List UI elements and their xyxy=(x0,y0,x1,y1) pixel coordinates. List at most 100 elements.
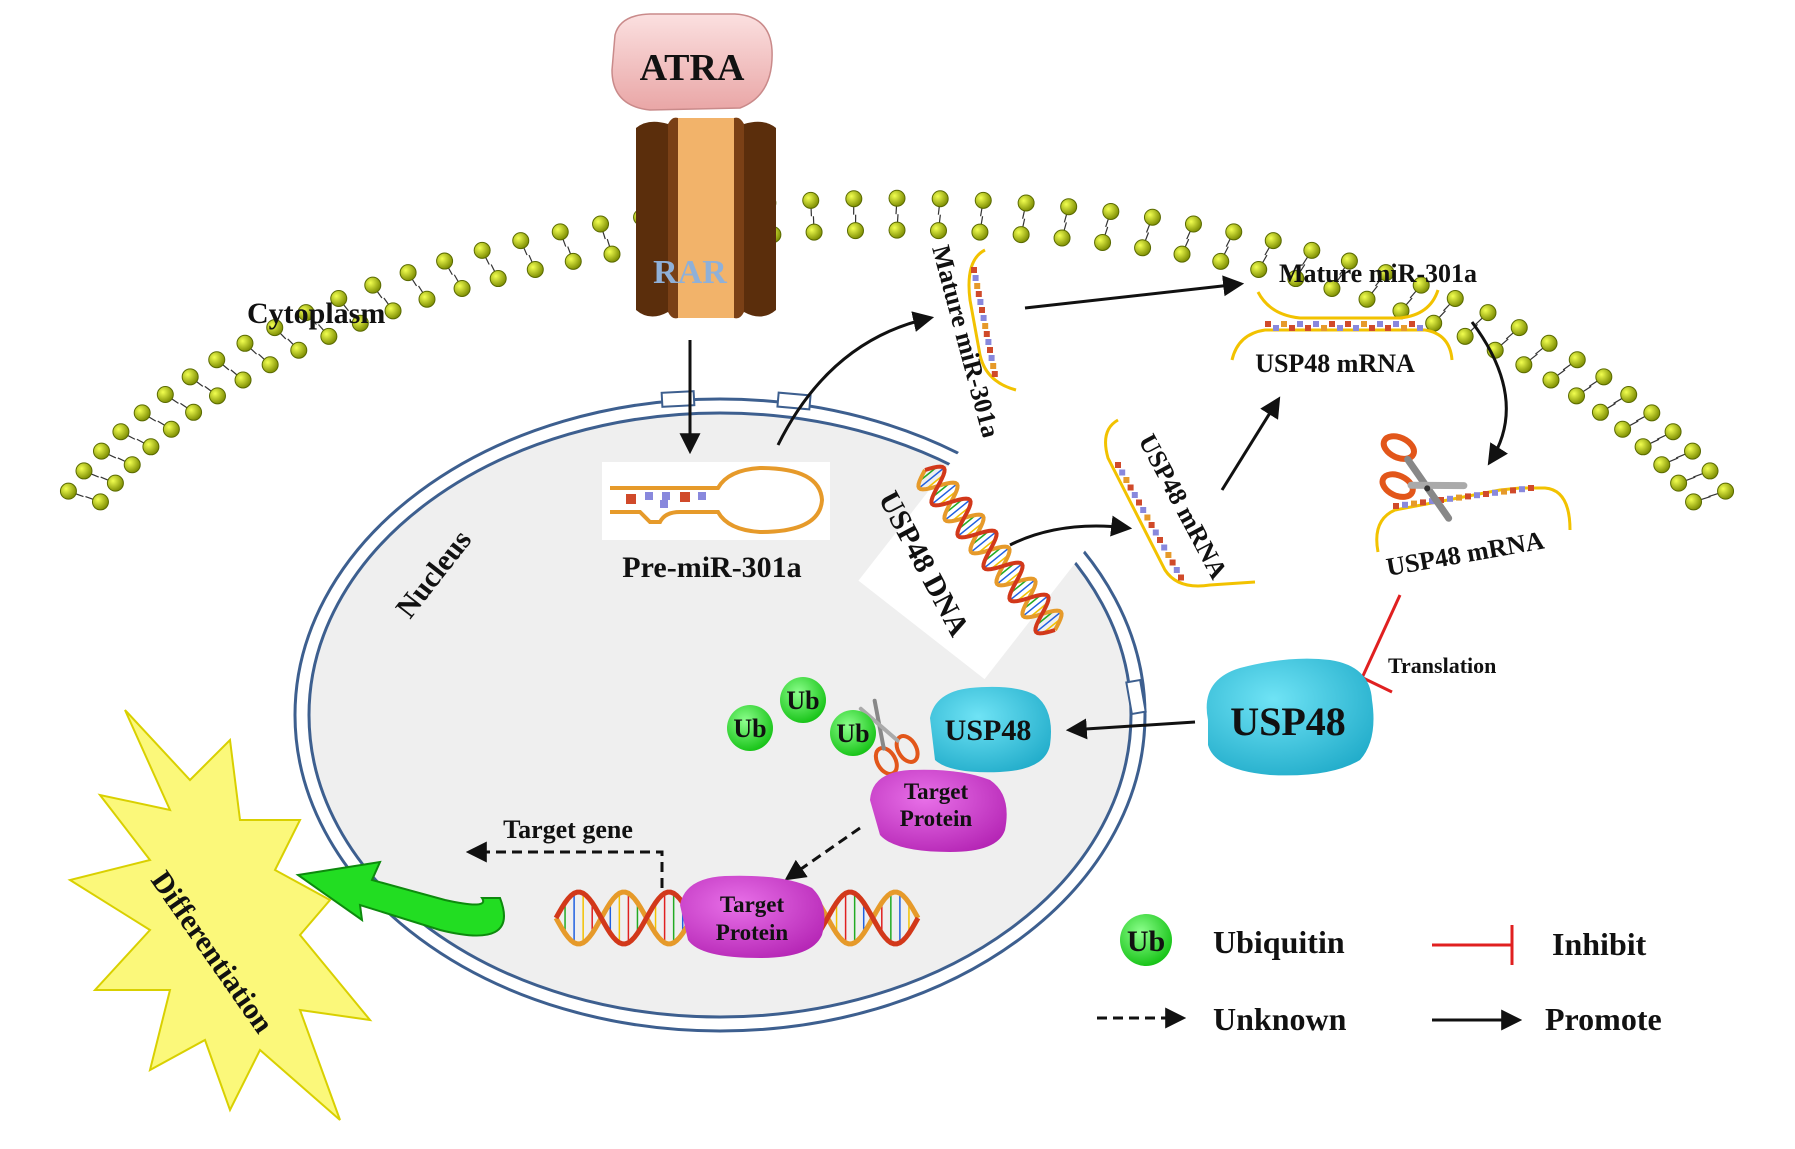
legend-promote-text: Promote xyxy=(1545,1001,1662,1037)
arrow-mrna-to-complex xyxy=(1222,400,1278,490)
lipid-head xyxy=(237,335,253,351)
lipid-head xyxy=(235,372,251,388)
cytoplasm-label: Cytoplasm xyxy=(247,297,385,330)
lipid-head xyxy=(803,192,819,208)
legend-ubiquitin: Ub Ubiquitin xyxy=(1120,914,1345,966)
lipid-head xyxy=(1480,305,1496,321)
lipid-head xyxy=(385,303,401,319)
legend-unknown: Unknown xyxy=(1097,1001,1347,1037)
lipid-head xyxy=(107,475,123,491)
svg-text:Ub: Ub xyxy=(786,686,819,715)
lipid-head xyxy=(1251,262,1267,278)
lipid-head xyxy=(262,357,278,373)
lipid-head xyxy=(1644,405,1660,421)
usp48-small-label: USP48 xyxy=(945,714,1032,747)
legend-inhibit-text: Inhibit xyxy=(1552,926,1647,962)
svg-text:Ub: Ub xyxy=(1127,925,1165,958)
lipid-head xyxy=(1144,209,1160,225)
target-gene-label: Target gene xyxy=(503,815,633,844)
target-protein-dna-label-1: Target xyxy=(720,892,785,917)
lipid-head xyxy=(60,483,76,499)
lipid-head xyxy=(932,191,948,207)
lipid-head xyxy=(1665,424,1681,440)
lipid-head xyxy=(1702,463,1718,479)
target-protein-on-dna: Target Protein xyxy=(680,876,824,958)
lipid-head xyxy=(113,424,129,440)
lipid-head xyxy=(1718,483,1734,499)
target-protein-upper-label-1: Target xyxy=(904,779,969,804)
translation-label: Translation xyxy=(1388,653,1496,678)
lipid-head xyxy=(1511,320,1527,336)
usp48-mrna-diag-label: USP48 mRNA xyxy=(1133,429,1234,584)
lipid-head xyxy=(1185,216,1201,232)
atra-label: ATRA xyxy=(640,47,745,89)
lipid-head xyxy=(1265,233,1281,249)
rar-label: RAR xyxy=(653,254,727,291)
lipid-head xyxy=(419,291,435,307)
lipid-head xyxy=(931,223,947,239)
lipid-head xyxy=(846,191,862,207)
lipid-head xyxy=(76,463,92,479)
lipid-head xyxy=(889,222,905,238)
lipid-head xyxy=(1615,421,1631,437)
legend-unknown-text: Unknown xyxy=(1213,1001,1347,1037)
lipid-head xyxy=(1671,475,1687,491)
lipid-head xyxy=(182,369,198,385)
cleaved-mrna-label: USP48 mRNA xyxy=(1384,526,1546,582)
legend-promote: Promote xyxy=(1432,1001,1662,1037)
legend-inhibit: Inhibit xyxy=(1432,925,1647,965)
lipid-head xyxy=(209,388,225,404)
arrow-mature-to-complex xyxy=(1025,284,1240,308)
lipid-head xyxy=(1516,357,1532,373)
usp48-protein-cytoplasm: USP48 xyxy=(1207,659,1374,776)
lipid-head xyxy=(143,439,159,455)
lipid-head xyxy=(552,224,568,240)
lipid-head xyxy=(124,457,140,473)
lipid-head xyxy=(157,387,173,403)
lipid-head xyxy=(1686,494,1702,510)
pre-mir-label: Pre-miR-301a xyxy=(622,551,801,584)
target-protein-dna-label-2: Protein xyxy=(716,920,789,945)
lipid-head xyxy=(1447,290,1463,306)
lipid-head xyxy=(400,265,416,281)
lipid-head xyxy=(1226,224,1242,240)
target-protein-upper: Target Protein xyxy=(870,770,1007,852)
lipid-head xyxy=(1103,203,1119,219)
lipid-head xyxy=(1596,369,1612,385)
lipid-head xyxy=(1359,291,1375,307)
rar-receptor: RAR xyxy=(636,118,776,319)
lipid-head xyxy=(1569,352,1585,368)
ub-ball: Ub xyxy=(780,677,826,723)
lipid-head xyxy=(847,223,863,239)
lipid-head xyxy=(1054,230,1070,246)
lipid-head xyxy=(134,405,150,421)
lipid-head xyxy=(1541,335,1557,351)
lipid-head xyxy=(437,253,453,269)
lipid-head xyxy=(1426,315,1442,331)
mature-mir-vertical-label: Mature miR-301a xyxy=(926,242,1005,441)
lipid-head xyxy=(1654,457,1670,473)
usp48-protein-nucleus: USP48 xyxy=(930,687,1051,772)
lipid-head xyxy=(975,192,991,208)
lipid-head xyxy=(1135,240,1151,256)
lipid-head xyxy=(365,277,381,293)
lipid-head xyxy=(1213,253,1229,269)
lipid-head xyxy=(1592,404,1608,420)
svg-text:Ub: Ub xyxy=(836,719,869,748)
lipid-head xyxy=(92,494,108,510)
svg-text:Ub: Ub xyxy=(733,714,766,743)
legend-ubiquitin-text: Ubiquitin xyxy=(1213,924,1345,960)
lipid-head xyxy=(209,352,225,368)
lipid-head xyxy=(163,421,179,437)
lipid-head xyxy=(527,262,543,278)
lipid-head xyxy=(1621,387,1637,403)
lipid-head xyxy=(1095,234,1111,250)
lipid-head xyxy=(1543,372,1559,388)
lipid-head xyxy=(1013,227,1029,243)
lipid-head xyxy=(1304,242,1320,258)
lipid-head xyxy=(454,280,470,296)
lipid-head xyxy=(474,242,490,258)
lipid-head xyxy=(1174,246,1190,262)
lipid-head xyxy=(889,190,905,206)
